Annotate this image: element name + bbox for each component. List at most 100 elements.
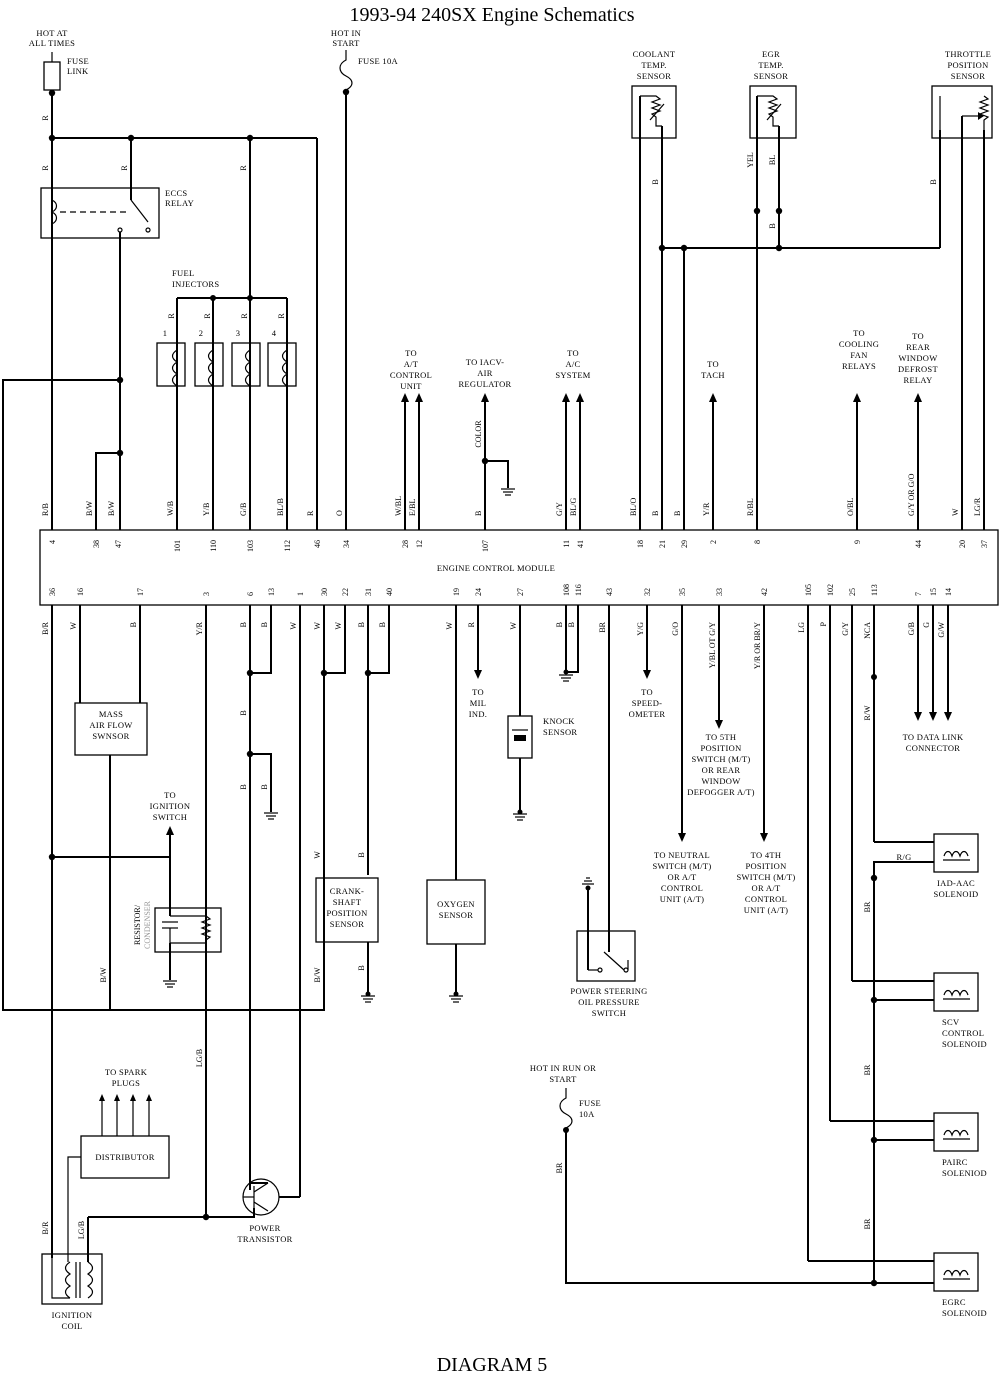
ecm-bottom-pin-number: 16 [76, 588, 85, 596]
fuse-10a-symbol [339, 50, 353, 91]
to-ac-system-label: TO A/C SYSTEM [555, 348, 590, 380]
svg-text:R: R [167, 313, 176, 319]
svg-text:BR: BR [863, 1064, 872, 1075]
ecm-top-wire-color: O [335, 510, 344, 516]
svg-text:INJECTORS: INJECTORS [172, 279, 219, 289]
ecm-bottom-wire-color: G [922, 622, 931, 628]
svg-text:SYSTEM: SYSTEM [555, 370, 590, 380]
svg-text:R: R [240, 313, 249, 319]
svg-text:A/T: A/T [404, 359, 419, 369]
ignition-coil [41, 1253, 103, 1305]
rg-wire-label: R/G [896, 852, 911, 862]
svg-text:RELAY: RELAY [165, 198, 194, 208]
svg-text:W: W [313, 851, 322, 859]
fuse-10a-bottom-symbol [559, 1088, 573, 1129]
svg-text:3: 3 [236, 328, 241, 338]
to-speedometer-label: TO SPEED- OMETER [629, 687, 665, 719]
pairc-solenoid [933, 1112, 979, 1152]
svg-text:BR: BR [863, 1218, 872, 1229]
svg-text:SWNSOR: SWNSOR [92, 731, 129, 741]
ecm-bottom-pin-number: 42 [760, 588, 769, 596]
ecm-top-pin-number: 21 [658, 540, 667, 548]
ecm-bottom-wire-color: P [819, 621, 828, 626]
svg-text:SWITCH: SWITCH [592, 1008, 626, 1018]
svg-text:R: R [239, 165, 248, 171]
svg-text:OR A/T: OR A/T [752, 883, 781, 893]
ecm-bottom-wire-color: G/Y [841, 622, 850, 636]
svg-text:ECCS: ECCS [165, 188, 187, 198]
to-cooling-fan-relays-label: TO COOLING FAN RELAYS [839, 328, 879, 371]
to-neutral-switch-label: TO NEUTRAL SWITCH (M/T) OR A/T CONTROL U… [652, 850, 711, 904]
iad-aac-solenoid [933, 833, 979, 873]
svg-text:AIR: AIR [477, 368, 493, 378]
spark-plug-arrows [99, 1094, 152, 1136]
svg-text:CONTROL: CONTROL [942, 1028, 984, 1038]
svg-text:HOT IN RUN OR: HOT IN RUN OR [530, 1063, 596, 1073]
distributor-label: DISTRIBUTOR [95, 1152, 154, 1162]
ecm-top-pin-number: 110 [209, 540, 218, 552]
svg-text:REGULATOR: REGULATOR [458, 379, 511, 389]
iad-aac-solenoid-label: IAD-AAC SOLENOID [934, 878, 979, 899]
ecm-top-wire-color: W/BL [394, 496, 403, 516]
svg-text:COOLING: COOLING [839, 339, 879, 349]
svg-text:TO: TO [853, 328, 865, 338]
ecm-top-pin-number: 4 [48, 540, 57, 544]
svg-text:SOLENOID: SOLENOID [942, 1308, 987, 1318]
knock-sensor-label: KNOCK SENSOR [543, 716, 577, 737]
svg-text:B: B [357, 852, 366, 857]
pairc-solenoid-label: PAIRC SOLENIOD [942, 1157, 987, 1178]
svg-text:POWER STEERING: POWER STEERING [570, 986, 647, 996]
ecm-top-wire-color: G/B [239, 503, 248, 516]
ecm-bottom-pin-number: 33 [715, 588, 724, 596]
ecm-bottom-wire-color: G/W [937, 622, 946, 638]
ecm-bottom-pin-number: 113 [870, 584, 879, 596]
svg-text:SENSOR: SENSOR [439, 910, 473, 920]
ecm-bottom-wire-color: Y/BL OT G/Y [708, 622, 717, 668]
hot-at-all-times-label: HOT AT ALL TIMES [29, 28, 75, 48]
coolant-temp-sensor-label: COOLANT TEMP. SENSOR [633, 49, 676, 81]
svg-text:SOLENOID: SOLENOID [942, 1039, 987, 1049]
ecm-bottom-wire-color: W [445, 622, 454, 630]
svg-text:COOLANT: COOLANT [633, 49, 676, 59]
svg-text:TRANSISTOR: TRANSISTOR [237, 1234, 292, 1244]
ecm-top-pins: 4R/B38B/W47B/W101W/B110Y/B103G/B112BL/B4… [41, 473, 989, 552]
svg-text:SENSOR: SENSOR [543, 727, 577, 737]
fuse-link-label: FUSE LINK [67, 56, 89, 76]
ecm-bottom-wire-color: B [357, 622, 366, 627]
svg-text:B/R: B/R [41, 1221, 50, 1235]
throttle-position-sensor-label: THROTTLE POSITION SENSOR [945, 49, 991, 81]
ecm-bottom-wire-color: R [467, 621, 476, 627]
svg-text:TEMP.: TEMP. [758, 60, 783, 70]
ecm-bottom-pin-number: 31 [364, 588, 373, 596]
power-steering-pressure-switch [576, 930, 636, 982]
to-at-control-unit-label: TO A/T CONTROL UNIT [390, 348, 432, 391]
ecm-top-wire-color: E/BL [408, 499, 417, 516]
svg-text:OR A/T: OR A/T [668, 872, 697, 882]
ecm-top-pin-number: 46 [313, 540, 322, 548]
ecm-top-wire-color: Y/R [702, 502, 711, 516]
to-5th-position-switch-label: TO 5TH POSITION SWITCH (M/T) OR REAR WIN… [687, 732, 754, 797]
ecm-bottom-pin-number: 14 [944, 588, 953, 596]
svg-text:1: 1 [163, 328, 168, 338]
ecm-top-wire-color: B/W [107, 500, 116, 516]
to-mil-ind-label: TO MIL IND. [469, 687, 487, 719]
svg-text:LG/B: LG/B [77, 1221, 86, 1239]
svg-text:FAN: FAN [850, 350, 867, 360]
coolant-temp-sensor [631, 85, 677, 139]
svg-text:SCV: SCV [942, 1017, 960, 1027]
svg-text:OIL PRESSURE: OIL PRESSURE [578, 997, 640, 1007]
egr-temp-sensor [749, 85, 797, 139]
svg-text:B: B [357, 965, 366, 970]
ecm-top-pin-number: 18 [636, 540, 645, 548]
svg-text:IAD-AAC: IAD-AAC [937, 878, 975, 888]
svg-text:MIL: MIL [470, 698, 486, 708]
ecm-top-wire-color: B [673, 511, 682, 516]
fuse-link [43, 61, 61, 91]
to-rear-defrost-relay-label: TO REAR WINDOW DEFROST RELAY [898, 331, 938, 385]
ecm-top-pin-number: 2 [709, 540, 718, 544]
svg-text:POWER: POWER [249, 1223, 280, 1233]
ecm-top-wire-color: G/Y OR G/O [907, 473, 916, 516]
svg-text:B: B [239, 784, 248, 789]
ecm-bottom-pin-number: 40 [385, 588, 394, 596]
